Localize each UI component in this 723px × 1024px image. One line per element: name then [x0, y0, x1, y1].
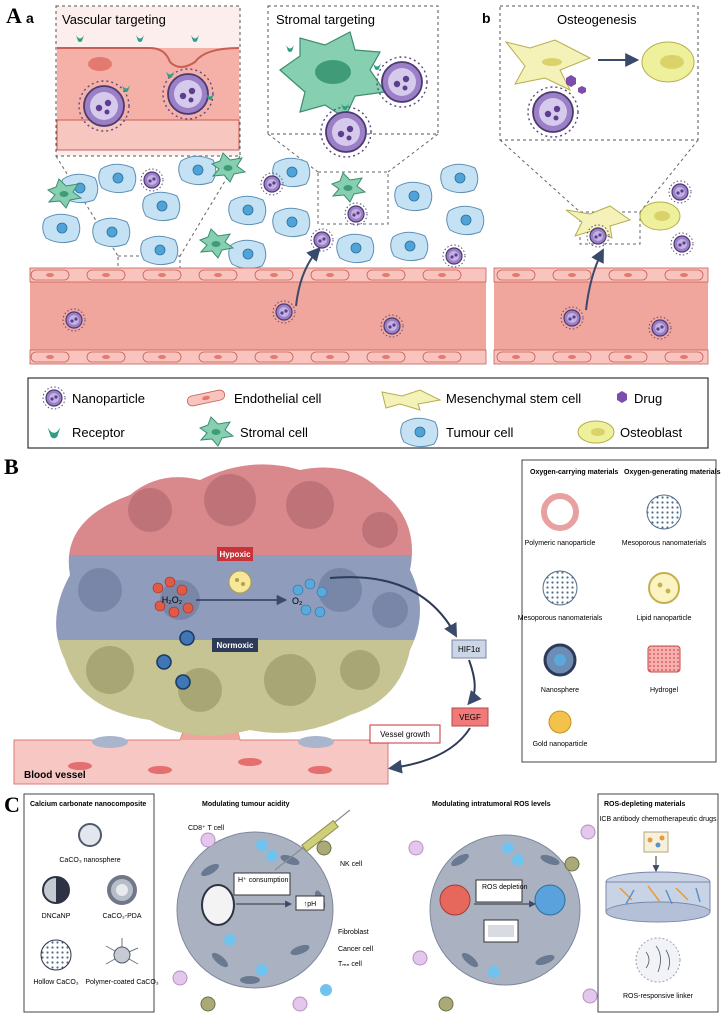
panel-a-letter: A: [6, 3, 22, 28]
hif-box: [451, 639, 487, 659]
acidity-title: Modulating tumour acidity: [202, 801, 290, 808]
normoxic-tag: [212, 638, 258, 652]
caco3-nanosphere-icon: [78, 823, 102, 847]
h2o2-molecules: [152, 576, 194, 618]
hydrogel-icon: [647, 645, 681, 673]
legend-stromal: Stromal cell: [240, 425, 308, 440]
h-consumption-label: H⁺ consumption: [238, 877, 288, 884]
ph-label: ↑pH: [304, 901, 316, 908]
legend-receptor: Receptor: [72, 425, 125, 440]
tumour-acidity-section: Modulating tumour acidity H⁺ consumption…: [172, 801, 373, 1012]
tumour-legend-icon: [400, 417, 439, 448]
hypoxic-label: Hypoxic: [219, 550, 251, 559]
legend-osteoblast: Osteoblast: [620, 425, 683, 440]
vessel-growth-label: Vessel growth: [380, 730, 430, 739]
col1-item-1: Polymeric nanoparticle: [525, 540, 596, 547]
ros-linker-label: ROS-responsive linker: [623, 993, 694, 1000]
nk-label: NK cell: [340, 861, 363, 868]
stromal-targeting-inset: Stromal targeting: [267, 5, 439, 158]
sub-panel-b-letter: b: [482, 10, 491, 26]
dncanp-label: DNCaNP: [42, 913, 71, 920]
syringe-icon: [274, 809, 351, 871]
col2-item-2: Lipid nanoparticle: [637, 615, 692, 622]
vessel-growth-box: [369, 724, 441, 744]
calcium-title: Calcium carbonate nanocomposite: [30, 801, 146, 808]
panel-c-letter: C: [4, 792, 20, 817]
treg-label: Tₘₙ cell: [338, 961, 362, 968]
vegf-label: VEGF: [459, 713, 481, 722]
drug-legend-icon: [617, 391, 627, 403]
ros-linker-icon: [635, 937, 681, 983]
oxygen-carrying-title: Oxygen-carrying materials: [530, 469, 618, 476]
ros-materials-box: ROS-depleting materials ICB antibody che…: [597, 793, 719, 1013]
ros-section: Modulating intratumoral ROS levels ROS d…: [408, 801, 598, 1012]
cancer-label: Cancer cell: [338, 946, 373, 953]
gold-np-icon: [548, 710, 572, 734]
col1-item-3: Nanosphere: [541, 687, 579, 694]
ros-drugs-label: ICB antibody chemotherapeutic drugs: [599, 816, 717, 823]
vascular-targeting-inset: Vascular targeting: [55, 5, 241, 157]
lipid-np-box-icon: [648, 572, 680, 604]
col1-item-4: Gold nanoparticle: [533, 741, 588, 748]
polymeric-np-icon: [541, 493, 579, 531]
fibroblast-label: Fibroblast: [338, 929, 369, 936]
blood-vessel-label: Blood vessel: [24, 770, 86, 781]
hypoxic-tag: [217, 547, 253, 561]
oxygen-generating-title: Oxygen-generating materials: [624, 469, 721, 476]
osteogenesis-inset: Osteogenesis: [499, 5, 699, 141]
cd8-label: CD8⁺ T cell: [188, 825, 225, 832]
o2-label: O₂: [292, 596, 303, 606]
drug-container-icon: [643, 831, 669, 853]
legend-mesenchymal: Mesenchymal stem cell: [446, 391, 581, 406]
ros-materials-title: ROS-depleting materials: [604, 801, 685, 808]
legend-tumour: Tumour cell: [446, 425, 514, 440]
col1-item-2: Mesoporous nanomaterials: [518, 615, 603, 622]
blood-vessel-b: [493, 248, 709, 365]
ros-title: Modulating intratumoral ROS levels: [432, 801, 551, 808]
nanosphere-markers: [156, 630, 195, 690]
hollow-caco3-icon: [40, 939, 72, 971]
legend-drug: Drug: [634, 391, 662, 406]
vascular-targeting-title: Vascular targeting: [62, 12, 166, 27]
bone-tissue: [565, 180, 694, 256]
ros-depletion-label: ROS depletion: [482, 884, 528, 891]
sub-panel-a-letter: a: [26, 10, 34, 26]
mesoporous-carrier-icon: [542, 570, 578, 606]
panel-c: C Calcium carbonate nanocomposite CaCO₃ …: [4, 792, 719, 1013]
o2-molecules: [292, 578, 328, 618]
normoxic-label: Normoxic: [217, 641, 254, 650]
osteogenesis-title: Osteogenesis: [557, 12, 637, 27]
calcium-carbonate-box: Calcium carbonate nanocomposite CaCO₃ na…: [23, 793, 159, 1013]
col2-item-1: Mesoporous nanomaterials: [622, 540, 707, 547]
pda-label: CaCO₃-PDA: [102, 913, 141, 920]
legend-endothelial: Endothelial cell: [234, 391, 322, 406]
mesoporous-generator-icon: [646, 494, 682, 530]
caco3-nanosphere-label: CaCO₃ nanosphere: [59, 857, 120, 864]
panel-a: A a b Vascular targeting Stromal targeti…: [6, 3, 709, 449]
col2-item-3: Hydrogel: [650, 687, 678, 694]
legend: Nanoparticle Endothelial cell Mesenchyma…: [27, 377, 709, 449]
stromal-targeting-title: Stromal targeting: [276, 12, 375, 27]
oxygen-materials-box: Oxygen-carrying materials Oxygen-generat…: [518, 459, 721, 763]
panel-b-letter: B: [4, 454, 19, 479]
polymer-label: Polymer-coated CaCO₃: [85, 979, 158, 986]
hollow-label: Hollow CaCO₃: [33, 979, 78, 986]
hif-label: HIF1α: [458, 645, 480, 654]
lipid-np-icon: [228, 570, 252, 594]
legend-nanoparticle: Nanoparticle: [72, 391, 145, 406]
vegf-box: [451, 707, 489, 727]
blood-vessel-a: [29, 246, 487, 365]
msc-legend-icon: [381, 389, 442, 411]
h2o2-label: H₂O₂: [162, 595, 183, 605]
panel-b: B Blood vessel Hypoxic: [4, 454, 721, 785]
